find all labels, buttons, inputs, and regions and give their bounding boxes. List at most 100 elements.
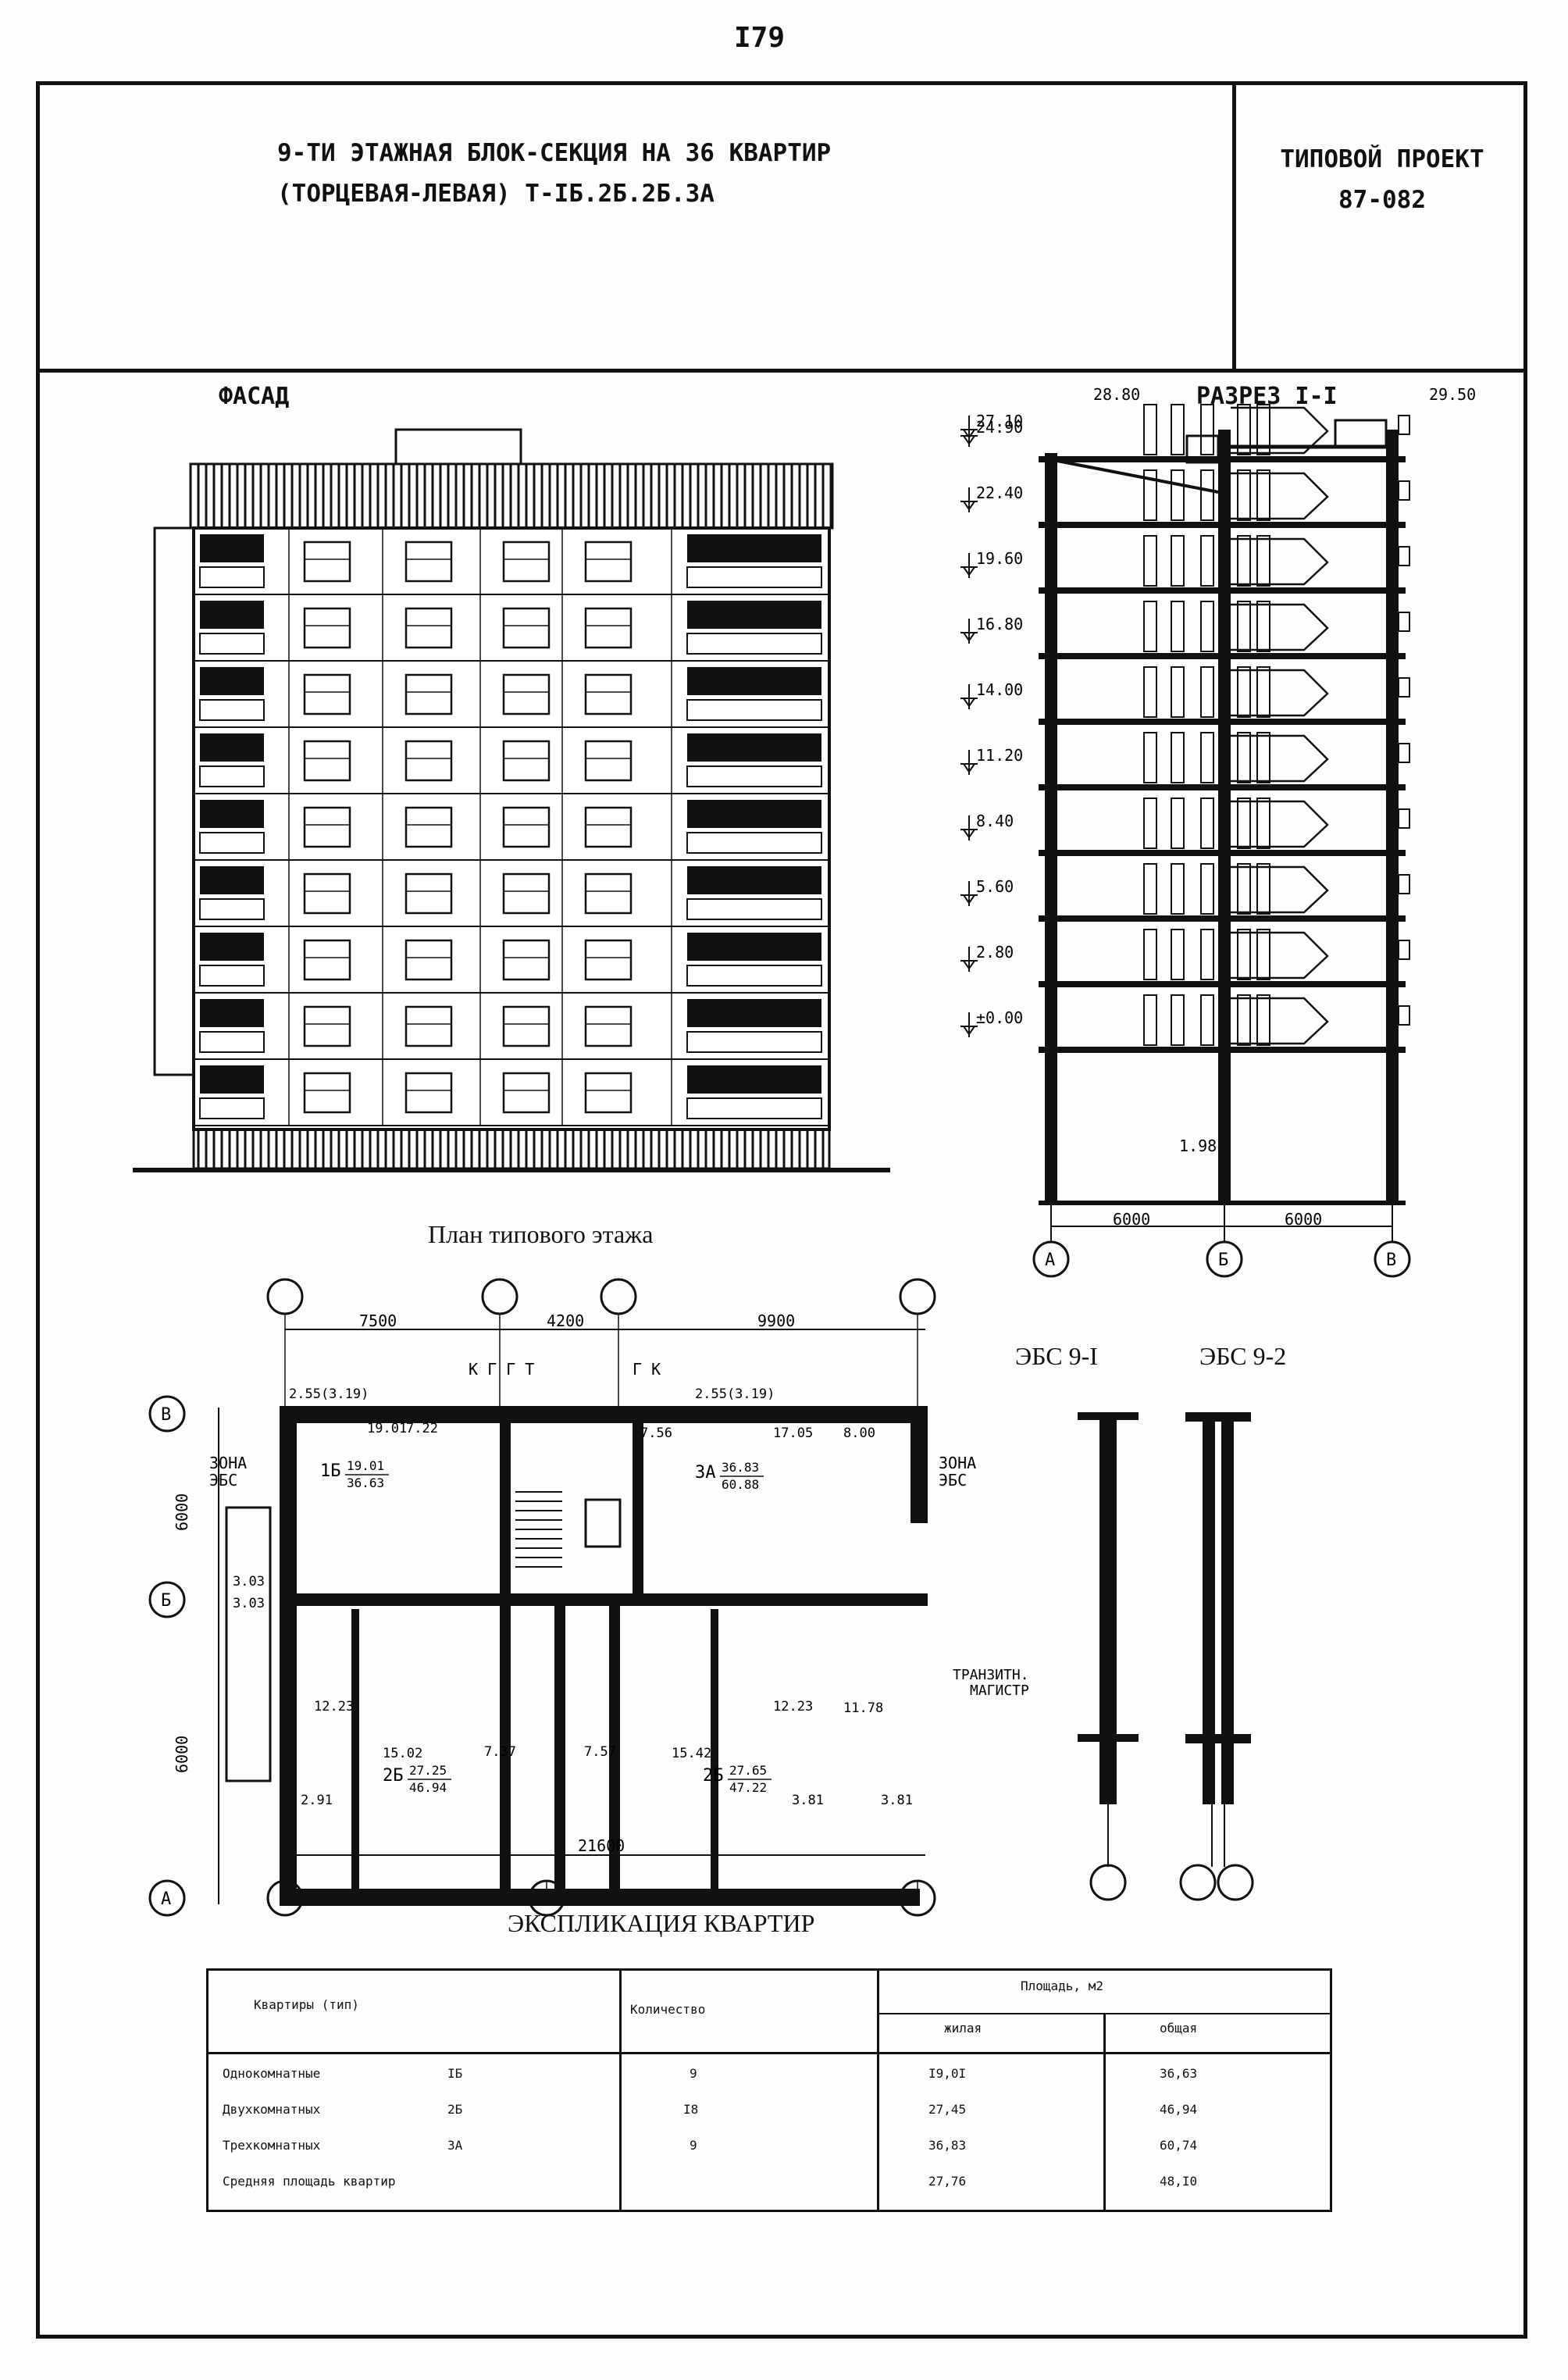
facade-window bbox=[404, 806, 453, 848]
axis-bubble bbox=[481, 1278, 519, 1406]
facade-window bbox=[404, 740, 453, 782]
axis-bubble: Б bbox=[148, 1581, 186, 1618]
section-floor bbox=[1039, 732, 1410, 790]
facade-window bbox=[584, 607, 633, 649]
duct-labels-left: К Г Г Т bbox=[469, 1360, 534, 1379]
row-name: Средняя площадь квартир bbox=[223, 2174, 396, 2189]
room-area: 15.42 bbox=[672, 1746, 711, 1761]
axis-bubble bbox=[899, 1879, 936, 1917]
room-area: 12.23 bbox=[314, 1699, 354, 1715]
facade-window bbox=[404, 673, 453, 715]
svg-text:2Б: 2Б bbox=[383, 1766, 404, 1786]
facade-window bbox=[584, 541, 633, 583]
svg-text:46.94: 46.94 bbox=[409, 1780, 447, 1795]
svg-text:В: В bbox=[1386, 1251, 1396, 1270]
section-floor bbox=[1039, 797, 1410, 856]
facade-balcony bbox=[687, 1065, 821, 1094]
facade-window bbox=[303, 740, 351, 782]
facade-window bbox=[584, 740, 633, 782]
transit-1: ТРАНЗИТН. bbox=[953, 1667, 1029, 1683]
section-level-mark: ±0.00 bbox=[960, 1008, 1023, 1037]
row-total: 46,94 bbox=[1160, 2102, 1198, 2117]
section-level-mark: 22.40 bbox=[960, 483, 1023, 512]
axis-bubble bbox=[899, 1278, 936, 1406]
svg-text:А: А bbox=[1045, 1251, 1055, 1270]
duct-labels-right: Г К bbox=[633, 1360, 661, 1379]
svg-text:16.80: 16.80 bbox=[976, 615, 1023, 633]
svg-text:27.65: 27.65 bbox=[729, 1763, 767, 1778]
section-level-mark: 2.80 bbox=[960, 943, 1014, 972]
apartment-label: 1Б 19.01 36.63 bbox=[320, 1458, 389, 1490]
facade-balcony bbox=[200, 733, 264, 762]
section-level-mark: 5.60 bbox=[960, 877, 1014, 906]
svg-text:19.60: 19.60 bbox=[976, 549, 1023, 568]
row-living: 27,45 bbox=[928, 2102, 967, 2117]
svg-text:36.63: 36.63 bbox=[347, 1475, 384, 1490]
facade-window bbox=[404, 1072, 453, 1114]
section-floor bbox=[1039, 404, 1410, 462]
room-area: 7.37 bbox=[484, 1744, 516, 1760]
row-total: 60,74 bbox=[1160, 2138, 1198, 2153]
zone-left-2: ЭБС bbox=[209, 1471, 237, 1490]
section-level-mark: 19.60 bbox=[960, 549, 1023, 578]
row-count: 9 bbox=[690, 2138, 697, 2153]
section-level-mark: 14.00 bbox=[960, 680, 1023, 709]
facade-window bbox=[502, 541, 551, 583]
bottom-mark: 1.98 bbox=[1179, 1136, 1217, 1155]
room-area: 3.81 bbox=[881, 1793, 913, 1808]
facade-window bbox=[584, 872, 633, 915]
explication-table: Квартиры (тип) Количество Площадь, м2 жи… bbox=[206, 1968, 1332, 2212]
section-level-mark: 27.10 bbox=[960, 412, 1023, 441]
facade-balcony bbox=[687, 534, 821, 562]
plan-side-dim-2: 6000 bbox=[173, 1736, 191, 1773]
facade-window bbox=[502, 607, 551, 649]
svg-text:2.80: 2.80 bbox=[976, 943, 1014, 962]
facade-floor bbox=[194, 727, 829, 794]
svg-text:1Б: 1Б bbox=[320, 1461, 341, 1481]
section-floor bbox=[1039, 601, 1410, 659]
section-level-mark: 8.40 bbox=[960, 812, 1014, 840]
facade-floor bbox=[194, 1059, 829, 1126]
facade-window bbox=[303, 806, 351, 848]
explication-title: ЭКСПЛИКАЦИЯ КВАРТИР bbox=[508, 1909, 815, 1937]
row-total: 48,I0 bbox=[1160, 2174, 1198, 2189]
section-level-mark: 24.90 bbox=[960, 418, 1023, 447]
row-name: Трехкомнатных bbox=[223, 2138, 321, 2153]
ebs-drawing bbox=[1078, 1412, 1254, 1901]
svg-text:19.01: 19.01 bbox=[347, 1458, 384, 1473]
zone-right-2: ЭБС bbox=[939, 1471, 967, 1490]
plan-bottom-dim: 21600 bbox=[578, 1836, 625, 1855]
section-floor bbox=[1039, 994, 1410, 1053]
row-living: I9,0I bbox=[928, 2066, 967, 2081]
row-total: 36,63 bbox=[1160, 2066, 1198, 2081]
svg-text:Б: Б bbox=[1218, 1251, 1228, 1270]
facade-window bbox=[404, 1005, 453, 1047]
svg-text:14.00: 14.00 bbox=[976, 680, 1023, 699]
room-area: 2.55(3.19) bbox=[695, 1386, 775, 1402]
facade-window bbox=[303, 1005, 351, 1047]
facade-balcony bbox=[200, 1065, 264, 1094]
facade-floor bbox=[194, 860, 829, 927]
facade-balcony bbox=[687, 800, 821, 828]
facade-floor bbox=[194, 594, 829, 662]
facade-window bbox=[502, 872, 551, 915]
facade-balcony bbox=[200, 866, 264, 894]
facade-window bbox=[502, 1005, 551, 1047]
svg-text:24.90: 24.90 bbox=[976, 418, 1023, 437]
facade-drawing bbox=[133, 428, 890, 1172]
room-area: 15.02 bbox=[383, 1746, 422, 1761]
facade-window bbox=[502, 1072, 551, 1114]
facade-window bbox=[404, 541, 453, 583]
plan-dim-3: 9900 bbox=[757, 1311, 795, 1330]
svg-text:27.25: 27.25 bbox=[409, 1763, 447, 1778]
svg-text:2Б: 2Б bbox=[703, 1766, 724, 1786]
page-number: I79 bbox=[734, 22, 786, 54]
facade-balcony bbox=[200, 800, 264, 828]
plan-label: План типового этажа bbox=[428, 1220, 654, 1248]
svg-text:5.60: 5.60 bbox=[976, 877, 1014, 896]
section-drawing: 27.1024.9022.4019.6016.8014.0011.208.405… bbox=[960, 385, 1476, 1278]
section-floor bbox=[1039, 929, 1410, 987]
project-line-2: 87-082 bbox=[1338, 186, 1426, 214]
svg-text:47.22: 47.22 bbox=[729, 1780, 767, 1795]
